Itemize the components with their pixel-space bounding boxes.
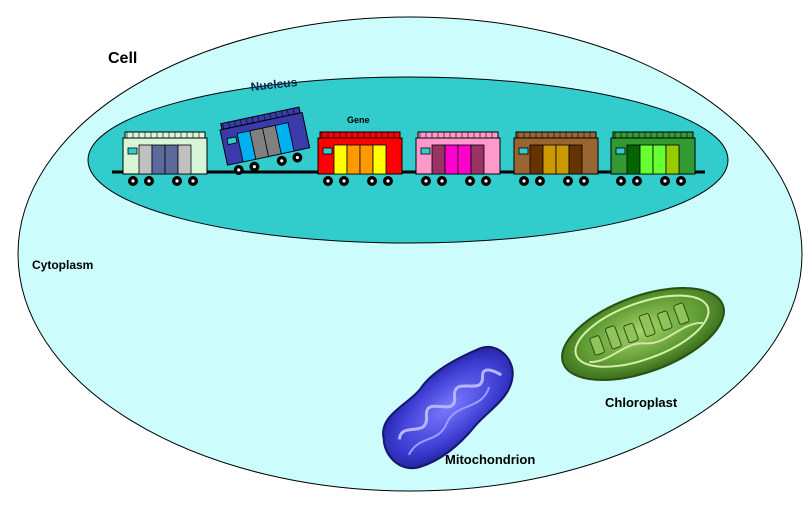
chloroplast-label: Chloroplast (605, 395, 678, 410)
car-door (164, 144, 179, 175)
gene-label: Gene (347, 115, 370, 125)
wheel-hub (619, 179, 623, 183)
car-door (177, 144, 192, 175)
wheel-hub (280, 159, 284, 163)
car-door (542, 144, 557, 175)
car-window (127, 147, 138, 155)
chloroplast-image (561, 286, 725, 382)
wheel-hub (522, 179, 526, 183)
cytoplasm-label: Cytoplasm (32, 258, 94, 272)
wheel-hub (635, 179, 639, 183)
train-car-3 (317, 131, 403, 186)
roof-slat (269, 113, 272, 120)
car-door (359, 144, 374, 175)
car-door (151, 144, 166, 175)
mitochondrion-image (382, 345, 514, 470)
car-door (529, 144, 544, 175)
wheel-hub (566, 179, 570, 183)
roof-slat (257, 115, 260, 122)
car-door (568, 144, 583, 175)
wheel-hub (663, 179, 667, 183)
wheel-hub (679, 179, 683, 183)
car-window (322, 147, 333, 155)
car-door (431, 144, 446, 175)
wheel-hub (342, 179, 346, 183)
train-car-2 (219, 106, 311, 175)
roof-slat (292, 108, 295, 115)
roof-slat (298, 107, 301, 114)
wheel-hub (386, 179, 390, 183)
roof-slat (228, 121, 231, 128)
wheel-hub (295, 155, 300, 160)
car-door (470, 144, 485, 175)
car-door (138, 144, 153, 175)
roof-slat (251, 116, 254, 123)
roof-slat (222, 123, 225, 130)
wheel-hub (468, 179, 472, 183)
roof-slat (263, 114, 266, 121)
train-car-4 (415, 131, 501, 186)
car-door (665, 144, 680, 175)
car-door (444, 144, 459, 175)
car-door (555, 144, 570, 175)
roof-slat (281, 110, 283, 117)
wheel-hub (484, 179, 488, 183)
car-window (518, 147, 529, 155)
car-door (274, 122, 295, 155)
wheel-hub (131, 179, 135, 183)
car-door (639, 144, 654, 175)
car-door (333, 144, 348, 175)
wheel-hub (538, 179, 542, 183)
roof-slat (234, 120, 236, 127)
wheel-hub (237, 168, 241, 172)
roof-slat (286, 109, 289, 116)
wheel-hub (252, 165, 256, 169)
wheel-hub (191, 179, 195, 183)
wheel-hub (424, 179, 428, 183)
cell-label: Cell (108, 50, 138, 67)
wheel-hub (326, 179, 330, 183)
wheel-hub (175, 179, 179, 183)
car-door (626, 144, 641, 175)
roof-slat (239, 119, 242, 126)
train-car-5 (513, 131, 599, 186)
wheel-hub (370, 179, 374, 183)
car-door (346, 144, 361, 175)
car-window (420, 147, 431, 155)
roof-slat (275, 112, 278, 119)
train-car-6 (610, 131, 696, 186)
train-car-1 (122, 131, 208, 186)
wheel-hub (440, 179, 444, 183)
mitochondrion-label: Mitochondrion (445, 452, 536, 467)
car-window (226, 136, 238, 146)
gene-train (112, 106, 705, 186)
wheel-hub (582, 179, 586, 183)
car-door (457, 144, 472, 175)
car-window (615, 147, 626, 155)
car-door (372, 144, 387, 175)
car-door (652, 144, 667, 175)
wheel-hub (147, 179, 151, 183)
roof-slat (245, 118, 248, 125)
